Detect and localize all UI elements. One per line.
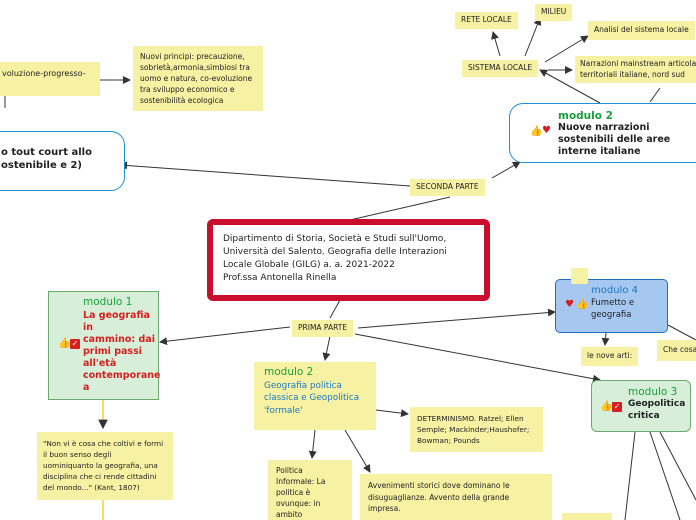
evoluzione-text: voluzione-progresso- xyxy=(2,69,86,78)
determinismo-line-2: Semple; Mackinder;Haushofer; xyxy=(417,425,530,434)
politica-line-2: Informale: La xyxy=(276,477,326,486)
modulo4-title: modulo 4 xyxy=(591,285,638,296)
checkbox-icon: ✓ xyxy=(70,339,80,349)
partial-bottom-node[interactable] xyxy=(562,513,612,520)
narrazioni-mainstream-node[interactable]: Narrazioni mainstream articolate territo… xyxy=(575,56,696,83)
left-partial-line-2: ostenibile e 2) xyxy=(1,160,83,171)
thumbs-up-icon: 👍 xyxy=(576,299,589,310)
modulo4-line-2: geografia xyxy=(591,309,632,320)
modulo1-line-1: La geografia in xyxy=(83,309,150,333)
central-line-2: Università del Salento. Geografia delle … xyxy=(223,247,447,257)
quote-line-2: il buon senso degli xyxy=(43,450,112,459)
quote-line-1: "Non vi è cosa che coltivi e formi xyxy=(43,439,164,448)
thumbs-up-icon: 👍 xyxy=(58,338,71,349)
le-nove-arti-node[interactable]: le nove arti: xyxy=(581,347,639,366)
modulo2-left-line-1: Geografia politica xyxy=(264,380,342,391)
modulo4-node[interactable]: ♥ 👍 modulo 4 Fumetto e geografia xyxy=(555,268,668,333)
modulo2-left-node[interactable]: modulo 2 Geografia politica classica e G… xyxy=(254,362,376,430)
modulo2-right-line-3: interne italiane xyxy=(558,145,641,157)
modulo2-right-line-2: sostenibili delle aree xyxy=(558,133,671,145)
modulo1-line-3: primi passi xyxy=(83,345,142,357)
modulo3-line-1: Geopolitica xyxy=(628,398,686,409)
avvenimenti-line-2: disuguaglianze. Avvento della grande xyxy=(368,492,510,502)
quote-line-4: disciplina che ci rende cittadini xyxy=(43,472,157,481)
central-line-3: Locale Globale (GILG) a. a. 2021-2022 xyxy=(223,260,395,270)
prima-parte-label[interactable]: PRIMA PARTE xyxy=(292,320,354,337)
nuovi-principi-line-3: uomo e natura, co-evoluzione xyxy=(140,74,253,83)
nuovi-principi-line-5: sostenibilità ecologica xyxy=(140,96,224,105)
modulo3-title: modulo 3 xyxy=(628,386,678,398)
determinismo-line-3: Bowman; Pounds xyxy=(417,436,480,445)
modulo2-left-title: modulo 2 xyxy=(264,366,314,378)
milieu-node[interactable]: MILIEU xyxy=(535,4,573,21)
seconda-parte-label[interactable]: SECONDA PARTE xyxy=(410,179,485,196)
nuovi-principi-line-4: tra sviluppo economico e xyxy=(140,85,235,94)
modulo2-left-line-3: 'formale' xyxy=(264,405,303,416)
avvenimenti-line-3: impresa. xyxy=(368,504,401,513)
evoluzione-node[interactable]: voluzione-progresso- xyxy=(0,62,100,96)
politica-line-3: politica è xyxy=(276,488,311,497)
modulo1-line-2: cammino: dai xyxy=(83,333,155,345)
modulo1-node[interactable]: 👍 ✓ modulo 1 La geografia in cammino: da… xyxy=(48,291,161,400)
modulo1-line-6: a xyxy=(83,381,90,393)
nuovi-principi-line-1: Nuovi principi: precauzione, xyxy=(140,52,245,61)
left-partial-line-1: o tout court allo xyxy=(1,147,92,158)
narrazioni-line-1: Narrazioni mainstream articolate xyxy=(580,59,696,68)
checkbox-icon: ✓ xyxy=(612,402,622,412)
modulo2-left-line-2: classica e Geopolitica xyxy=(264,393,360,403)
politica-line-4: ovunque: in xyxy=(276,499,321,508)
heart-icon: ♥ xyxy=(542,125,551,136)
central-line-1: Dipartimento di Storia, Società e Studi … xyxy=(223,234,447,244)
nuovi-principi-line-2: sobrietà,armonia,simbiosi tra xyxy=(140,63,250,72)
politica-informale-node[interactable]: Politica Informale: La politica è ovunqu… xyxy=(268,460,352,520)
kant-quote-node[interactable]: "Non vi è cosa che coltivi e formi il bu… xyxy=(37,432,173,500)
quote-line-5: del mondo..." (Kant, 1807) xyxy=(43,483,140,492)
avvenimenti-node[interactable]: Avvenimenti storici dove dominano le dis… xyxy=(360,474,552,520)
left-partial-node[interactable]: o tout court allo ostenibile e 2) xyxy=(0,131,125,191)
politica-line-1: Politica xyxy=(276,466,303,475)
quote-line-3: uominiquanto la geografia, una xyxy=(43,461,158,470)
nuovi-principi-node[interactable]: Nuovi principi: precauzione, sobrietà,ar… xyxy=(133,46,263,111)
politica-line-5: ambito xyxy=(276,510,303,519)
modulo3-node[interactable]: 👍 ✓ modulo 3 Geopolitica critica xyxy=(591,380,691,432)
modulo2-right-title: modulo 2 xyxy=(558,110,613,122)
modulo1-title: modulo 1 xyxy=(83,296,133,308)
modulo1-line-4: all'età xyxy=(83,357,117,369)
central-topic[interactable]: Dipartimento di Storia, Società e Studi … xyxy=(207,219,490,301)
che-cosa-node[interactable]: Che cosa xyxy=(657,340,696,361)
determinismo-node[interactable]: DETERMINISMO. Ratzel; Ellen Semple; Mack… xyxy=(410,407,543,452)
modulo4-line-1: Fumetto e xyxy=(591,297,635,308)
modulo2-right-node[interactable]: 👍 ♥ modulo 2 Nuove narrazioni sostenibil… xyxy=(509,103,696,163)
narrazioni-line-2: territoriali italiane, nord sud xyxy=(580,69,685,79)
modulo4-tab xyxy=(571,268,588,284)
thumbs-up-icon: 👍 xyxy=(530,126,543,137)
sistema-locale-node[interactable]: SISTEMA LOCALE xyxy=(462,60,539,77)
rete-locale-node[interactable]: RETE LOCALE xyxy=(455,12,518,29)
central-line-4: Prof.ssa Antonella Rinella xyxy=(223,273,337,283)
modulo3-line-2: critica xyxy=(628,410,660,421)
determinismo-line-1: DETERMINISMO. Ratzel; Ellen xyxy=(417,414,524,423)
modulo2-right-line-1: Nuove narrazioni xyxy=(558,121,650,133)
modulo1-line-5: contemporane xyxy=(83,369,161,381)
analisi-node[interactable]: Analisi del sistema locale xyxy=(588,21,695,40)
thumbs-up-icon: 👍 xyxy=(600,401,613,412)
heart-icon: ♥ xyxy=(565,299,574,310)
avvenimenti-line-1: Avvenimenti storici dove dominano le xyxy=(368,481,510,490)
